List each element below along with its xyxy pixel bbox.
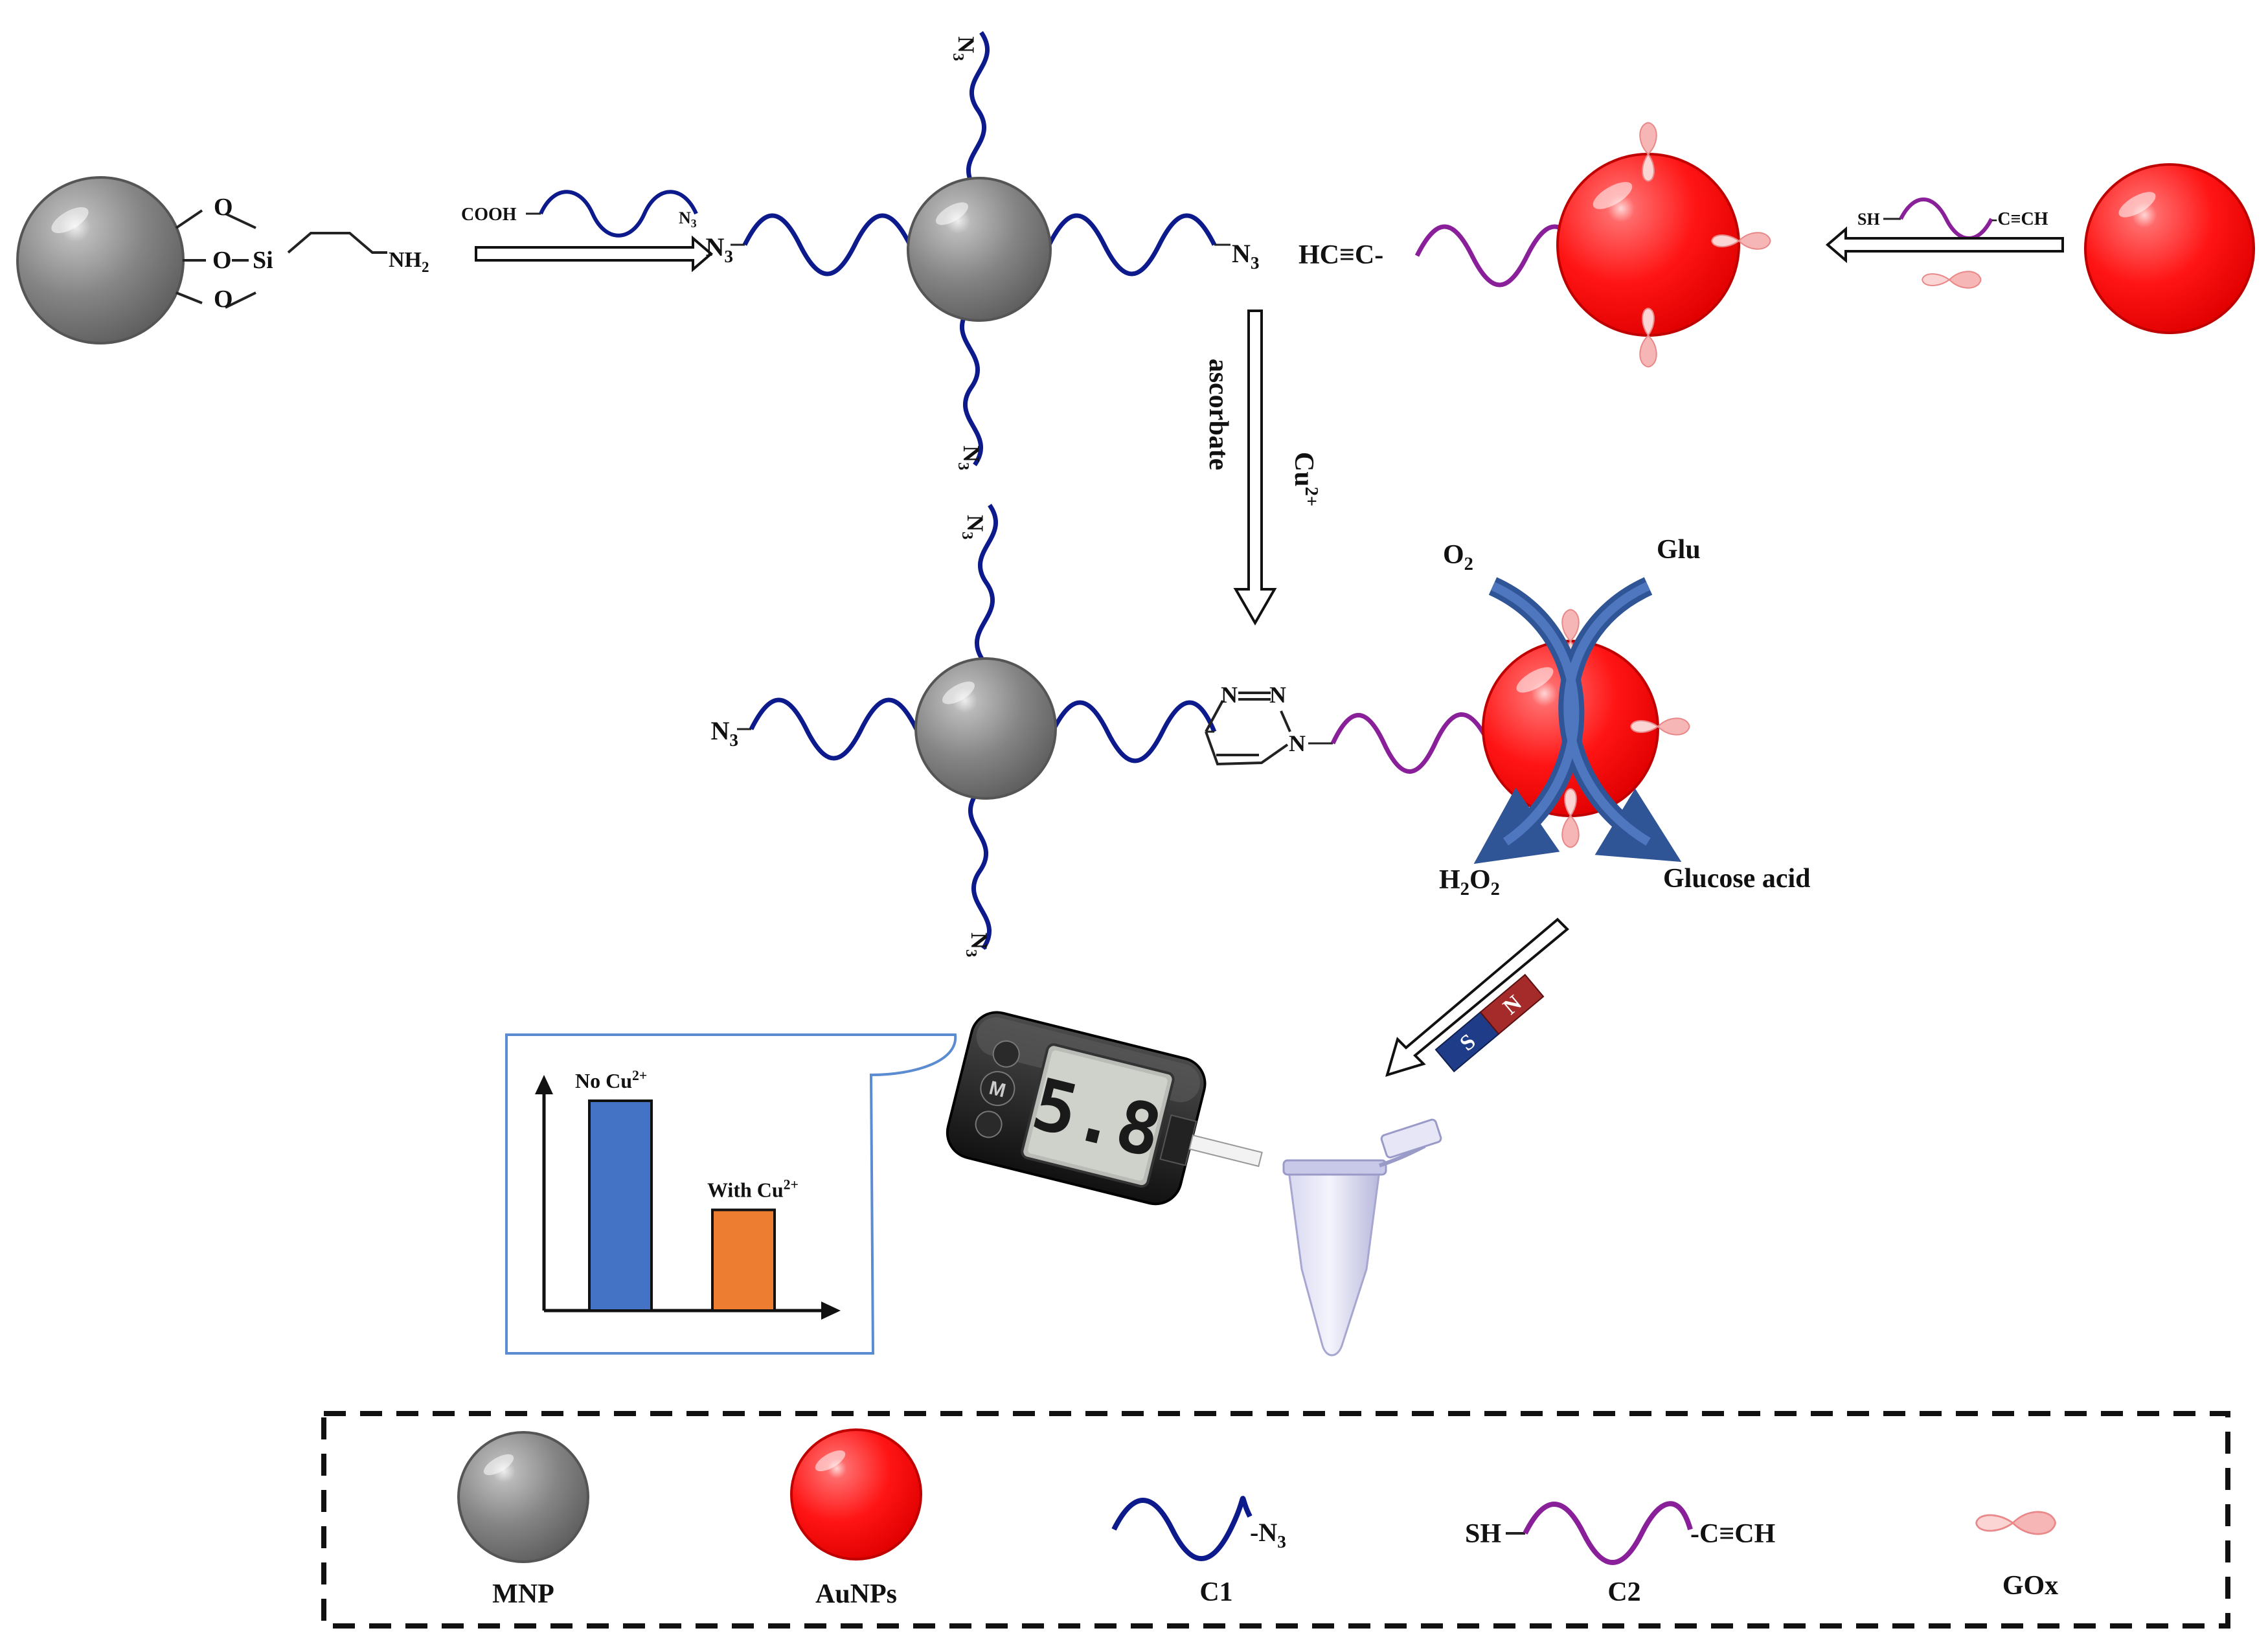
aunp-c2-gox: HC≡C- [1298, 122, 1771, 368]
enzyme-reaction: O2 Glu H2O2 Glucose acid [1439, 535, 1811, 899]
legend-label-c2: C2 [1607, 1577, 1640, 1607]
thiolation-arrow: SH -C≡CH [1825, 197, 2064, 289]
reagent-c2-alkyne: -C≡CH [1991, 209, 2048, 229]
azide-left: N3 [706, 232, 733, 266]
reagent-c1-cooh: COOH [461, 205, 517, 225]
legend-item-c2: SH -C≡CH C2 [1465, 1501, 1775, 1607]
mnp-particle [907, 177, 1052, 322]
legend-label-aunp: AuNPs [815, 1579, 897, 1609]
bare-aunp [2084, 163, 2255, 334]
mnp-particle [914, 657, 1057, 800]
silane-o-top: O [214, 194, 233, 221]
gox-right [1630, 717, 1690, 736]
mnp-particle [16, 176, 185, 344]
amidation-arrow: COOH N3 [461, 190, 714, 273]
glu-label: Glu [1657, 535, 1701, 565]
legend-item-c1: -N3 C1 [1111, 1496, 1286, 1607]
azide-top: N3 [949, 36, 979, 61]
meter-button-m [980, 1071, 1015, 1107]
mnp-c1-conjugate: N3 N3 N3 N3 [706, 30, 1259, 470]
legend-c2-sh: SH [1465, 1519, 1501, 1549]
conjugate-azide-bottom: N3 [962, 932, 992, 957]
silane-o-mid: O [212, 247, 232, 274]
aunp-particle [2084, 163, 2255, 334]
silane-si: Si [253, 247, 273, 274]
meter-button-down [975, 1110, 1003, 1138]
amine-label: NH2 [389, 248, 429, 276]
result-callout: No Cu2+ With Cu2+ [505, 1033, 957, 1355]
triazole-n1: N [1221, 682, 1238, 708]
gox-icon [1975, 1511, 2056, 1535]
legend-label-gox: GOx [2002, 1571, 2058, 1601]
bar-no-cu [588, 1099, 653, 1312]
triazole-linker: N N N [1205, 682, 1333, 766]
bar-label-with-cu: With Cu2+ [707, 1177, 799, 1201]
legend-box: MNP AuNPs -N3 C1 SH -C≡CH C2 GOx [321, 1411, 2230, 1629]
bar-label-no-cu: No Cu2+ [575, 1068, 647, 1092]
o2-label: O2 [1443, 540, 1473, 574]
conjugate-azide-left: N3 [711, 716, 738, 750]
gox-bottom [1561, 788, 1580, 848]
glucometer-icon: M 5.8 [946, 1011, 1263, 1206]
h2o2-label: H2O2 [1439, 865, 1500, 899]
gox-top [1639, 122, 1657, 182]
reagent-c1-n3: N3 [679, 209, 697, 230]
gox-reagent [1922, 271, 1982, 289]
bar-with-cu [711, 1208, 776, 1312]
legend-item-gox: GOx [1975, 1511, 2058, 1601]
reagent-c2-sh: SH [1857, 210, 1880, 229]
legend-label-c1: C1 [1199, 1577, 1232, 1607]
gox-bottom [1639, 308, 1657, 368]
legend-c2-alkyne: -C≡CH [1690, 1519, 1775, 1549]
eppendorf-tube-icon [1282, 1118, 1442, 1357]
magnetic-separation: S N [1385, 918, 1569, 1077]
gox-right [1711, 232, 1771, 250]
legend-label-mnp: MNP [492, 1579, 554, 1609]
catalyst-cu: Cu2+ [1289, 452, 1321, 506]
meter-button-up [992, 1040, 1020, 1068]
azide-right: N3 [1232, 239, 1259, 273]
bar-chart: No Cu2+ With Cu2+ [535, 1068, 841, 1320]
mnp-particle [457, 1431, 589, 1563]
conjugate-azide-top: N3 [958, 515, 988, 539]
triazole-n2: N [1269, 682, 1286, 708]
legend-item-mnp: MNP [457, 1431, 589, 1609]
legend-c1-n3: -N3 [1250, 1518, 1286, 1551]
magnet-icon: S N [1435, 973, 1545, 1073]
glucose-acid-label: Glucose acid [1663, 864, 1811, 894]
reagent-ascorbate: ascorbate [1203, 359, 1233, 471]
legend-item-aunp: AuNPs [790, 1428, 922, 1609]
silanized-mnp: O O O Si NH2 [16, 176, 429, 344]
azide-bottom: N3 [955, 445, 984, 470]
triazole-n3: N [1289, 730, 1306, 756]
silane-o-bottom: O [214, 286, 233, 313]
mnp-aunp-conjugate: N3 N3 N3 N N N [711, 503, 1690, 957]
click-reaction-arrow: ascorbate Cu2+ [1203, 310, 1321, 626]
aunp-particle [790, 1428, 922, 1561]
alkyne-label: HC≡C- [1298, 240, 1383, 270]
